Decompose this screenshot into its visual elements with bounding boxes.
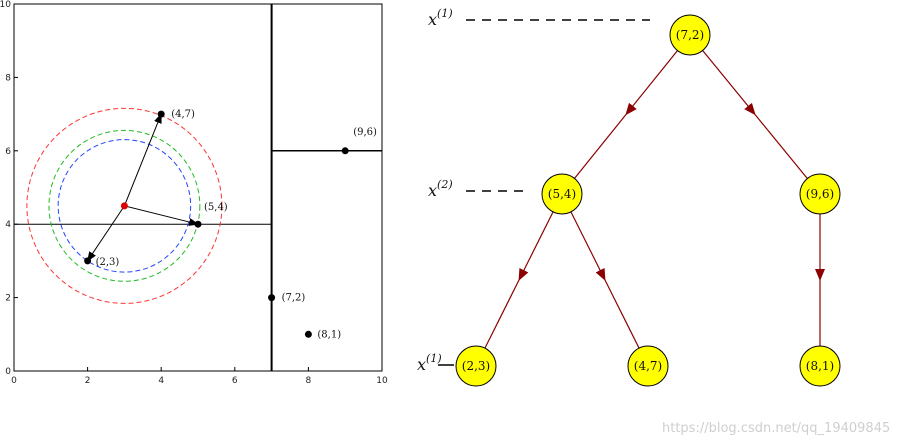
tree-edge-tail <box>574 114 627 179</box>
tree-node-label: (4,7) <box>634 359 662 373</box>
y-tick-label: 2 <box>5 294 11 304</box>
distance-arrow <box>124 205 199 226</box>
tree-node <box>799 173 841 215</box>
level-label: x(1) <box>428 7 453 29</box>
distance-arrow <box>123 113 162 207</box>
tree-edge-head <box>518 211 554 281</box>
point-label: (8,1) <box>317 329 341 340</box>
point-label: (5,4) <box>204 202 228 213</box>
tree-edge-head <box>570 211 606 281</box>
y-tick-label: 6 <box>5 147 11 157</box>
search-circles <box>26 107 223 304</box>
x-tick-label: 4 <box>158 376 164 386</box>
tree-edges <box>484 50 825 349</box>
level-label: x(1) <box>417 352 442 374</box>
data-point <box>341 147 349 155</box>
point-label: (7,2) <box>282 293 306 304</box>
point-label: (4,7) <box>171 109 195 120</box>
data-points: (2,3) (4,7) (5,4) (7,2) (8,1) (9,6) <box>84 109 377 340</box>
kd-tree: x(1) x(2) x(1) (7,2) (5,4) (9,6) (2,3) (4,7) (8… <box>417 7 841 387</box>
tree-edge-head <box>702 50 756 116</box>
plot-frame <box>13 3 383 372</box>
level-label: x(2) <box>428 178 453 200</box>
split-lines <box>14 4 382 371</box>
level-labels: x(1) x(2) x(1) <box>417 7 650 374</box>
query-point <box>120 202 128 210</box>
tree-node-label: (9,6) <box>806 187 834 201</box>
tree-node <box>541 173 583 215</box>
watermark: https://blog.csdn.net/qq_19409845 <box>662 421 890 436</box>
tree-edge-tail <box>484 279 520 349</box>
tree-edge-tail <box>754 114 808 179</box>
tree-edge-head <box>625 50 678 116</box>
x-tick-label: 2 <box>85 376 91 386</box>
point-label: (9,6) <box>353 127 377 138</box>
tree-nodes: (7,2) (5,4) (9,6) (2,3) (4,7) (8,1) <box>455 14 841 387</box>
search-circle <box>48 129 201 282</box>
data-point <box>84 257 92 265</box>
y-tick-label: 4 <box>5 220 11 230</box>
data-point <box>157 110 165 118</box>
search-circle <box>26 107 223 304</box>
distance-arrow <box>87 205 125 262</box>
search-circle <box>57 139 192 273</box>
plot-ticks: 0 2 4 6 8 10 0 2 4 6 8 10 <box>0 0 388 386</box>
x-tick-label: 0 <box>11 376 17 386</box>
tree-node-label: (5,4) <box>548 187 576 201</box>
y-tick-label: 10 <box>0 0 11 10</box>
tree-node <box>627 345 669 387</box>
point-label: (2,3) <box>96 257 120 268</box>
data-point <box>304 330 312 338</box>
data-point <box>194 220 202 228</box>
y-tick-label: 8 <box>5 73 11 83</box>
tree-node-label: (2,3) <box>462 359 490 373</box>
tree-node <box>669 14 711 56</box>
tree-node <box>799 345 841 387</box>
data-point <box>268 294 276 302</box>
x-tick-label: 6 <box>232 376 238 386</box>
kd-partition-plot: 0 2 4 6 8 10 0 2 4 6 8 10 (2,3) (4,7) (5,4) (7,2) (8,1)… <box>0 0 388 386</box>
x-tick-label: 8 <box>306 376 312 386</box>
tree-node-label: (8,1) <box>806 359 834 373</box>
tree-node-label: (7,2) <box>676 28 704 42</box>
x-tick-label: 10 <box>376 376 388 386</box>
tree-edge-tail <box>604 279 640 349</box>
y-tick-label: 0 <box>5 367 11 377</box>
distance-arrows <box>87 113 199 262</box>
tree-node <box>455 345 497 387</box>
